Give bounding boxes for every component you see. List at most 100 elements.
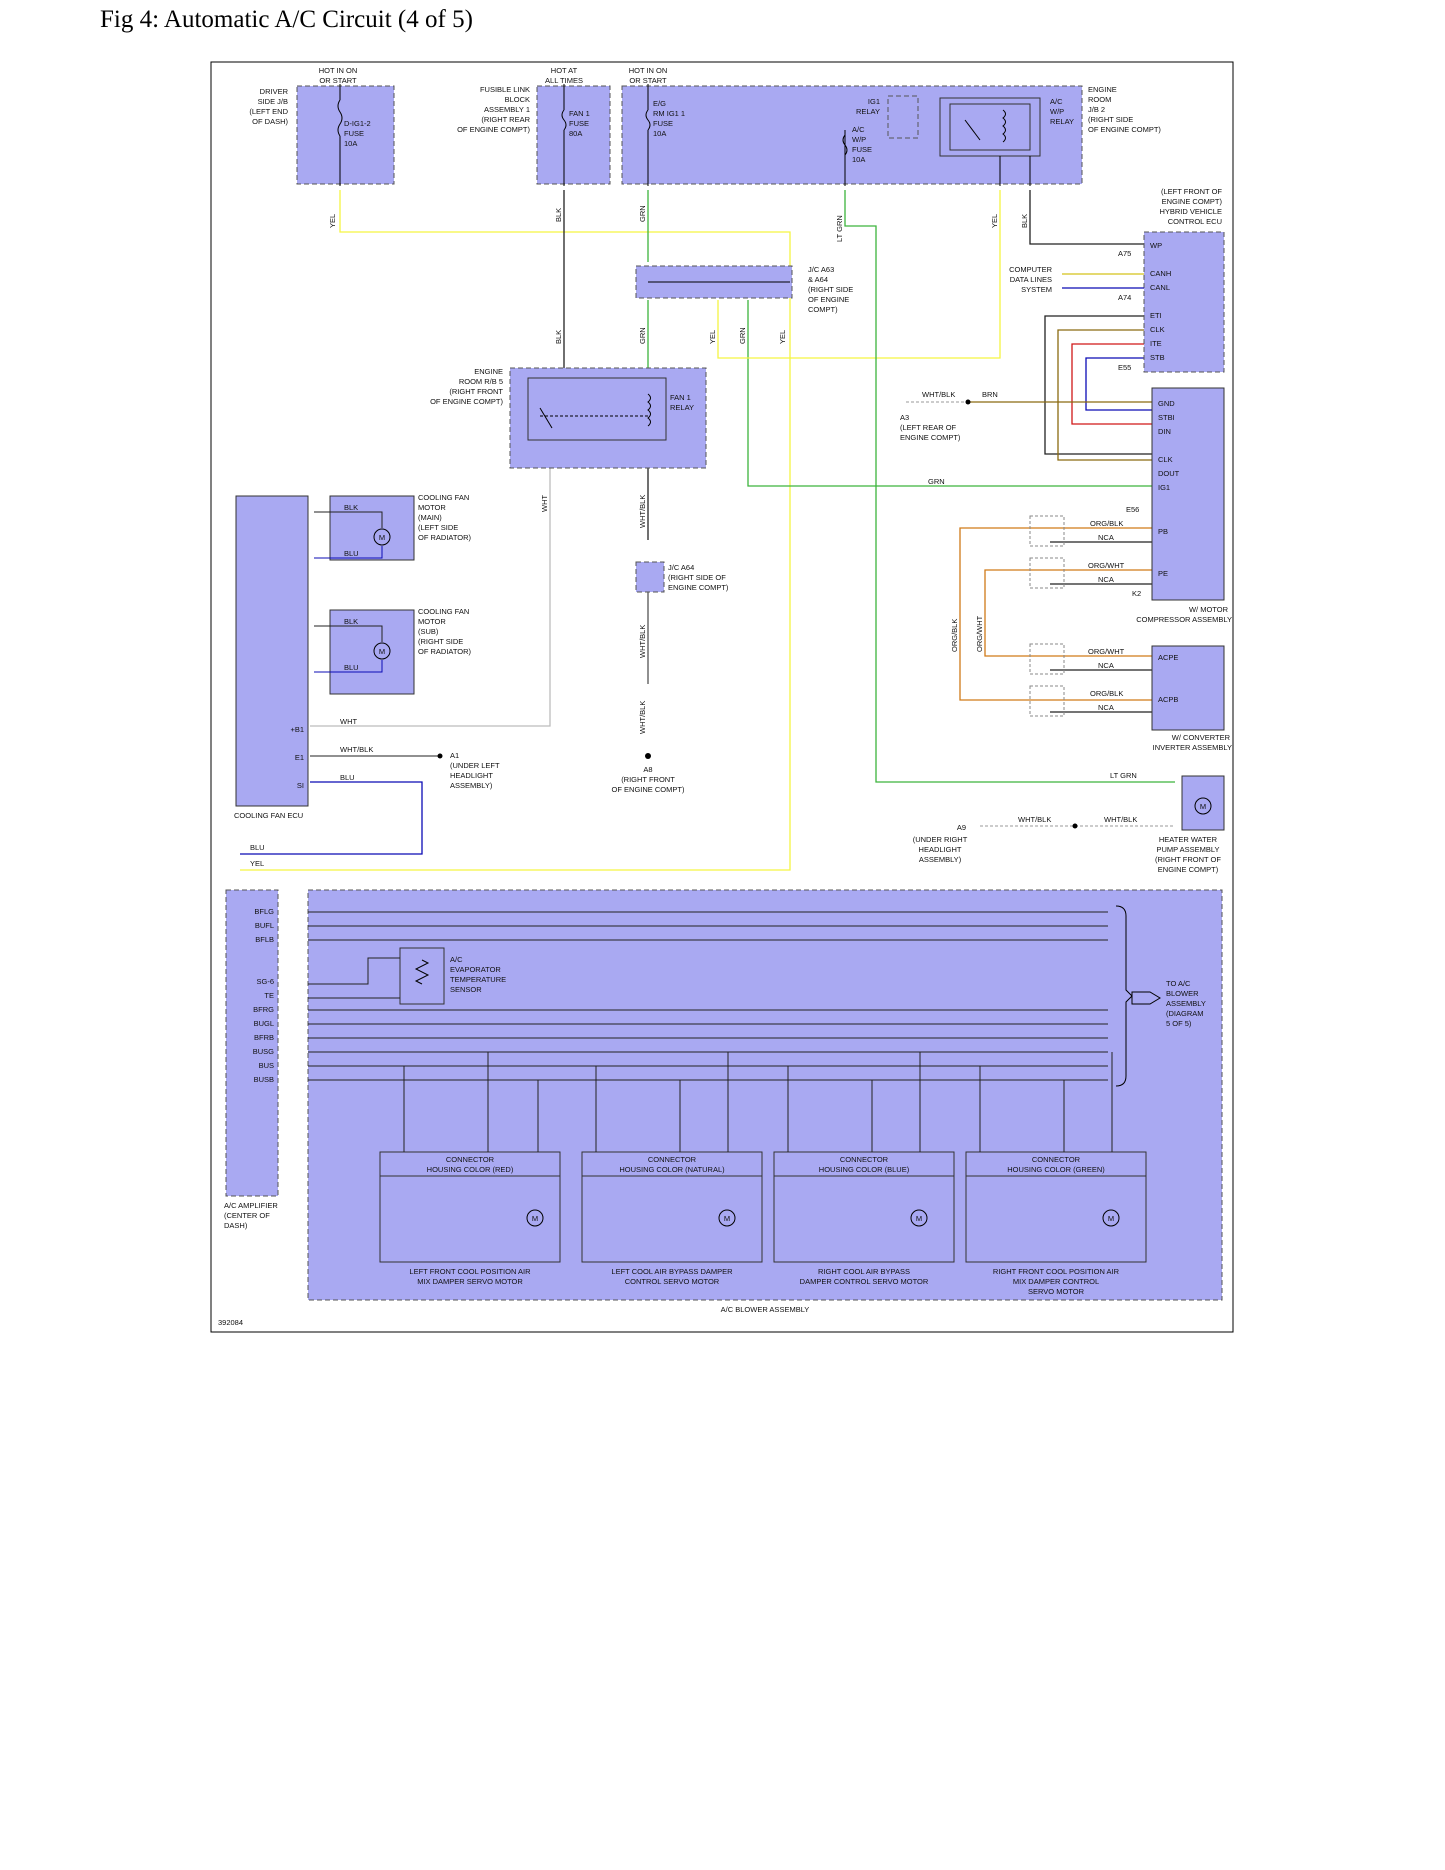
servo-modules: CONNECTOR HOUSING COLOR (RED) M LEFT FRO… [379, 1052, 1147, 1296]
svg-text:ALL TIMES: ALL TIMES [545, 76, 583, 85]
svg-text:A8: A8 [643, 765, 652, 774]
svg-text:OF ENGINE COMPT): OF ENGINE COMPT) [1088, 125, 1161, 134]
svg-text:A1: A1 [450, 751, 459, 760]
svg-text:(RIGHT REAR: (RIGHT REAR [481, 115, 530, 124]
ecu-pin-wp: WP [1150, 241, 1162, 250]
ecu-pin-b1: +B1 [290, 725, 304, 734]
fuse-fan1: FAN 1 [569, 109, 590, 118]
amp-pin-bugl: BUGL [254, 1019, 274, 1028]
fan-main-motor-icon [373, 528, 391, 546]
svg-text:(LEFT FRONT OF: (LEFT FRONT OF [1161, 187, 1222, 196]
ecu-pin-eti: ETI [1150, 311, 1162, 320]
junction-a63: J/C A63 & A64 (RIGHT SIDE OF ENGINE COMP… [635, 265, 853, 314]
fuse-acwp: A/C [852, 125, 865, 134]
power-label-3: HOT IN ON [629, 66, 668, 75]
nca-connectors [1029, 515, 1065, 717]
svg-text:HOUSING COLOR (BLUE): HOUSING COLOR (BLUE) [819, 1165, 910, 1174]
amp-pin-bus: BUS [259, 1061, 274, 1070]
svg-text:(RIGHT FRONT: (RIGHT FRONT [449, 387, 503, 396]
svg-text:(RIGHT SIDE: (RIGHT SIDE [808, 285, 853, 294]
svg-text:HOUSING COLOR (GREEN): HOUSING COLOR (GREEN) [1007, 1165, 1105, 1174]
svg-text:(UNDER RIGHT: (UNDER RIGHT [913, 835, 968, 844]
inv-pin-gnd: GND [1158, 399, 1175, 408]
svg-text:(UNDER LEFT: (UNDER LEFT [450, 761, 500, 770]
computer-data-lines: COMPUTER DATA LINES SYSTEM [1009, 265, 1144, 294]
ecu-pin-canh: CANH [1150, 269, 1171, 278]
svg-text:PUMP ASSEMBLY: PUMP ASSEMBLY [1156, 845, 1219, 854]
amp-pin-sg6: SG-6 [256, 977, 274, 986]
svg-text:RELAY: RELAY [856, 107, 880, 116]
svg-text:ORG/WHT: ORG/WHT [1088, 561, 1125, 570]
svg-text:MIX DAMPER SERVO MOTOR: MIX DAMPER SERVO MOTOR [417, 1277, 523, 1286]
svg-text:ASSEMBLY 1: ASSEMBLY 1 [484, 105, 530, 114]
svg-text:E55: E55 [1118, 363, 1131, 372]
svg-text:(LEFT END: (LEFT END [249, 107, 288, 116]
svg-text:ENGINE COMPT): ENGINE COMPT) [668, 583, 729, 592]
ecu-pin-stb: STB [1150, 353, 1165, 362]
svg-text:ASSEMBLY: ASSEMBLY [1166, 999, 1206, 1008]
fusible-link-block: FUSIBLE LINK BLOCK ASSEMBLY 1 (RIGHT REA… [457, 84, 611, 186]
svg-text:SERVO MOTOR: SERVO MOTOR [1028, 1287, 1085, 1296]
svg-text:BLK: BLK [554, 208, 563, 222]
svg-text:BLK: BLK [1020, 214, 1029, 228]
svg-text:DATA LINES: DATA LINES [1010, 275, 1052, 284]
svg-text:WHT/BLK: WHT/BLK [1018, 815, 1051, 824]
svg-text:TEMPERATURE: TEMPERATURE [450, 975, 506, 984]
amp-pin-bufl: BUFL [255, 921, 274, 930]
amp-pin-bfrg: BFRG [253, 1005, 274, 1014]
svg-text:ORG/WHT: ORG/WHT [975, 615, 984, 652]
svg-text:NCA: NCA [1098, 575, 1114, 584]
svg-text:A3: A3 [900, 413, 909, 422]
inv-pin-ig1: IG1 [1158, 483, 1170, 492]
servo-motor-icon [718, 1209, 736, 1227]
svg-text:J/C A63: J/C A63 [808, 265, 834, 274]
svg-text:ORG/BLK: ORG/BLK [1090, 689, 1123, 698]
svg-text:GRN: GRN [928, 477, 945, 486]
wires [240, 190, 1175, 871]
ac-amplifier: A/C AMPLIFIER (CENTER OF DASH) BFLG BUFL… [224, 889, 279, 1230]
svg-text:COOLING FAN ECU: COOLING FAN ECU [234, 811, 303, 820]
svg-text:ORG/BLK: ORG/BLK [950, 619, 959, 652]
inv-pin-stbi: STBI [1158, 413, 1175, 422]
svg-text:ENGINE: ENGINE [474, 367, 503, 376]
svg-text:HOUSING COLOR (NATURAL): HOUSING COLOR (NATURAL) [619, 1165, 725, 1174]
hybrid-ecu: (LEFT FRONT OF ENGINE COMPT) HYBRID VEHI… [1118, 187, 1225, 373]
svg-text:(RIGHT SIDE OF: (RIGHT SIDE OF [668, 573, 726, 582]
servo-module-3: CONNECTOR HOUSING COLOR (BLUE) M RIGHT C… [773, 1151, 955, 1286]
svg-text:M: M [379, 533, 385, 542]
amp-pin-bflg: BFLG [254, 907, 274, 916]
svg-text:J/C A64: J/C A64 [668, 563, 694, 572]
fan-motor-main: M BLK BLU COOLING FAN MOTOR (MAIN) (LEFT… [314, 493, 472, 561]
svg-text:YEL: YEL [990, 214, 999, 228]
ecu-pin-clk: CLK [1150, 325, 1165, 334]
fan1-relay [527, 377, 667, 441]
page-title: Fig 4: Automatic A/C Circuit (4 of 5) [100, 6, 473, 33]
svg-text:MIX DAMPER CONTROL: MIX DAMPER CONTROL [1013, 1277, 1099, 1286]
comp-pin-pb: PB [1158, 527, 1168, 536]
amp-pin-bfrb: BFRB [254, 1033, 274, 1042]
svg-text:RM IG1 1: RM IG1 1 [653, 109, 685, 118]
svg-text:WHT/BLK: WHT/BLK [638, 701, 647, 734]
svg-text:LT GRN: LT GRN [835, 215, 844, 242]
svg-text:DASH): DASH) [224, 1221, 248, 1230]
svg-text:(SUB): (SUB) [418, 627, 439, 636]
svg-text:BRN: BRN [982, 390, 998, 399]
svg-text:DRIVER: DRIVER [260, 87, 289, 96]
svg-text:GRN: GRN [738, 327, 747, 344]
svg-text:(RIGHT SIDE: (RIGHT SIDE [418, 637, 463, 646]
power-label-1: HOT IN ON [319, 66, 358, 75]
svg-text:TO A/C: TO A/C [1166, 979, 1191, 988]
svg-text:K2: K2 [1132, 589, 1141, 598]
converter-inverter: GND STBI DIN CLK DOUT IG1 E56 PB PE K2 W… [1126, 387, 1232, 624]
svg-text:10A: 10A [852, 155, 865, 164]
svg-text:FUSE: FUSE [653, 119, 673, 128]
svg-text:& A64: & A64 [808, 275, 828, 284]
svg-text:OR START: OR START [629, 76, 667, 85]
svg-text:SENSOR: SENSOR [450, 985, 482, 994]
svg-text:(MAIN): (MAIN) [418, 513, 442, 522]
svg-text:BLU: BLU [250, 843, 265, 852]
svg-text:BLK: BLK [344, 617, 358, 626]
svg-text:(RIGHT FRONT: (RIGHT FRONT [621, 775, 675, 784]
svg-text:ENGINE COMPT): ENGINE COMPT) [900, 433, 961, 442]
svg-text:(LEFT SIDE: (LEFT SIDE [418, 523, 458, 532]
